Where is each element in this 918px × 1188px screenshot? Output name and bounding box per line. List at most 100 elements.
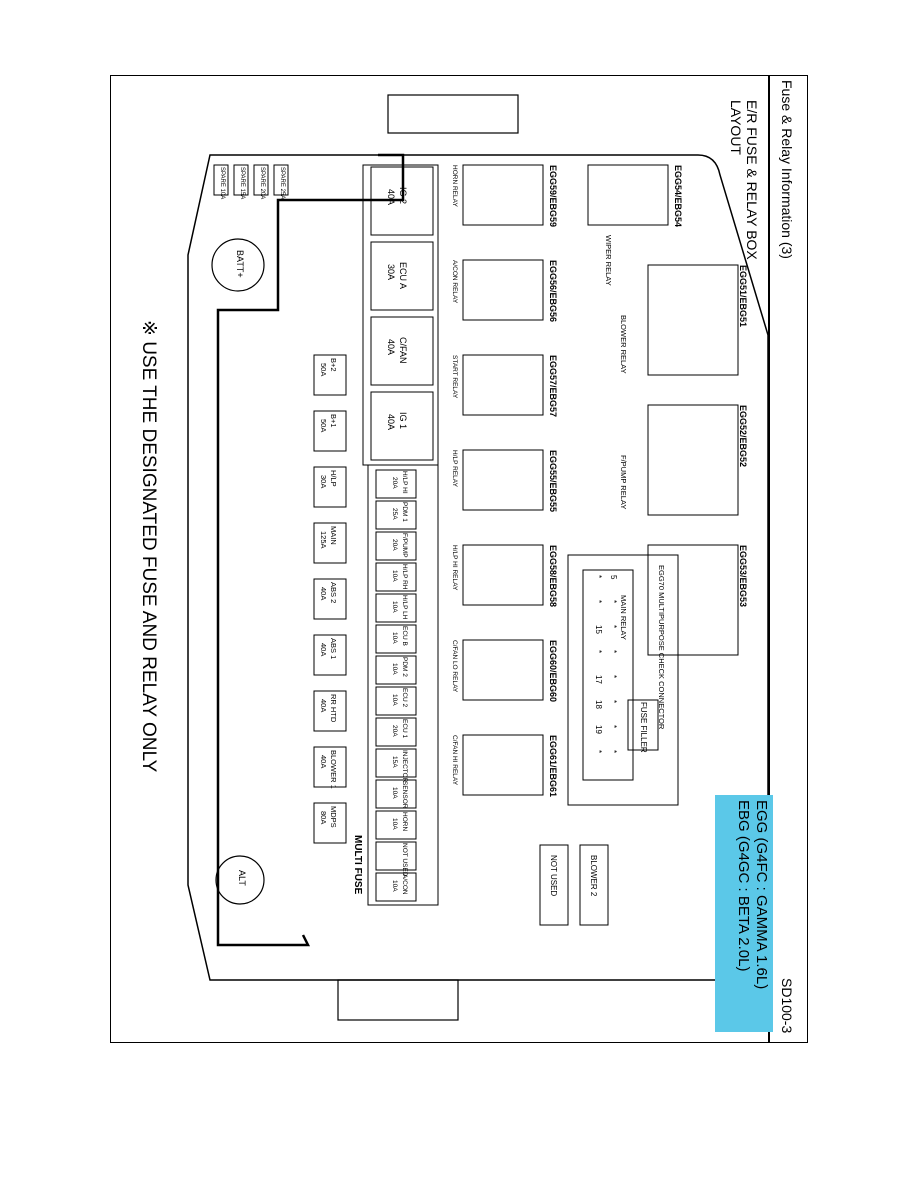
connector-housing (567, 554, 679, 806)
mini-fuse (375, 810, 417, 840)
connector-pin: 19 (594, 725, 603, 734)
box-subtitle: LAYOUT (728, 100, 744, 155)
large-fuse (370, 241, 434, 311)
big-relay (647, 544, 739, 656)
wiper-relay (587, 164, 669, 226)
mini-fuse-name: H/LP HI (401, 471, 408, 494)
big-relay-name: F/PUMP RELAY (619, 455, 628, 510)
mid-fuse-name: ABS 2 (329, 582, 338, 604)
bottom-tab (337, 979, 459, 1021)
big-relay-code: EGG53/EBG53 (738, 545, 748, 608)
mini-fuse-rating: 20A (391, 725, 398, 737)
large-fuse-strip (362, 164, 439, 466)
mini-fuse-name: A/CON (401, 874, 408, 895)
small-relay-code: EGG56/EBG56 (548, 260, 558, 323)
spare-fuse-slot (213, 164, 229, 196)
mini-fuse-rating: 10A (391, 632, 398, 644)
mini-fuse (375, 655, 417, 685)
mini-fuse-rating: 25A (391, 508, 398, 520)
engine-legend (715, 795, 773, 1032)
large-fuse (370, 316, 434, 386)
small-relay (462, 164, 544, 226)
large-fuse (370, 166, 434, 236)
small-relay-name: START RELAY (451, 355, 458, 399)
connector-pin: * (609, 750, 618, 754)
mid-fuse-name: B+2 (329, 358, 338, 372)
mini-fuse (375, 686, 417, 716)
small-relay-name: HORN RELAY (451, 165, 458, 207)
mini-fuse (375, 469, 417, 499)
mini-fuse-name: PDM 1 (401, 502, 408, 522)
mid-fuse-rating: 125A (319, 531, 328, 549)
mid-fuse-rating: 40A (319, 587, 328, 601)
top-tab (387, 94, 519, 134)
legend-egg: EGG (G4FC : GAMMA 1.6L) (753, 800, 770, 990)
large-fuse-rating: 40A (386, 339, 396, 356)
spare-fuse-label: SPARE 15A (239, 167, 245, 200)
small-relay-code: EGG58/EBG58 (548, 545, 558, 608)
mini-fuse-name: H/LP RH (401, 564, 408, 590)
mini-fuse (375, 562, 417, 592)
small-relay-code: EGG55/EBG55 (548, 450, 558, 513)
spare-fuse-slot (233, 164, 249, 196)
small-relay-code: EGG59/EBG59 (548, 165, 558, 228)
mid-fuse-rating: 30A (319, 475, 328, 489)
mid-fuse-rating: 50A (319, 363, 328, 377)
mini-fuse (375, 593, 417, 623)
fuse-filler (627, 699, 659, 751)
mid-fuse-name: ABS 1 (329, 638, 338, 660)
fuse-box-drawing (187, 94, 769, 1021)
mini-fuse-name: H/LP LH (401, 595, 408, 620)
mini-fuse-rating: 10A (391, 601, 398, 613)
box-title: E/R FUSE & RELAY BOX (744, 100, 760, 260)
big-relay (647, 404, 739, 516)
mini-fuse (375, 717, 417, 747)
mini-fuse-rating: 10A (391, 570, 398, 582)
mini-fuse (375, 531, 417, 561)
big-relay-code: EGG51/EBG51 (738, 265, 748, 328)
mini-fuse (375, 748, 417, 778)
designated-note: ※ USE THE DESIGNATED FUSE AND RELAY ONLY (138, 320, 159, 773)
mini-fuse-rating: 10A (391, 818, 398, 830)
connector-label: EGG70 MULTIPURPOSE CHECK CONNECTOR (657, 565, 666, 730)
mini-fuse-name: F/PUMP (401, 533, 408, 558)
large-fuse-name: IG 2 (398, 187, 408, 205)
mini-fuse-rating: 10A (391, 663, 398, 675)
connector-pin: * (609, 675, 618, 679)
mini-fuse (375, 841, 417, 871)
spare-fuse-label: SPARE 10A (219, 167, 225, 200)
connector-pin: * (594, 600, 603, 604)
mini-fuse-name: PDM 2 (401, 657, 408, 677)
spare-fuse-slot (273, 164, 289, 196)
multi-fuse-label: MULTI FUSE (352, 835, 363, 895)
connector-body (582, 569, 634, 781)
small-relay-code: EGG61/EBG61 (548, 735, 558, 798)
spare-slot-label: NOT USED (549, 855, 558, 897)
small-relay-name: H/LP RELAY (451, 450, 458, 487)
large-fuse-name: ECU A (398, 262, 408, 290)
alt-label: ALT (237, 870, 247, 886)
big-relay-name: MAIN RELAY (619, 595, 628, 640)
mid-fuse-rating: 40A (319, 755, 328, 769)
mid-fuse-rating: 50A (319, 419, 328, 433)
wiper-relay-code: EGG54/EBG54 (673, 165, 683, 228)
multi-fuse-boundary (216, 153, 405, 947)
small-relay-name: H/LP HI RELAY (451, 545, 458, 591)
mini-fuse-rating: 10A (391, 787, 398, 799)
small-relay (462, 259, 544, 321)
mini-fuse-name: HORN (401, 812, 408, 832)
small-relay-code: EGG57/EBG57 (548, 355, 558, 418)
page-id: SD100-3 (779, 978, 795, 1034)
batt-label: BATT+ (235, 250, 245, 278)
fuse-filler-label: FUSE FILLER (639, 702, 648, 753)
small-relay (462, 544, 544, 606)
batt-terminal (211, 238, 265, 292)
connector-pin: * (594, 650, 603, 654)
mid-fuse-name: MAIN (329, 526, 338, 545)
mini-fuse-name: ECU 1 (401, 719, 408, 739)
small-relay-code: EGG60/EBG60 (548, 640, 558, 703)
mid-fuse-rating: 40A (319, 699, 328, 713)
mini-fuse-rating: 10A (391, 694, 398, 706)
spare-fuse-label: SPARE 25A (279, 167, 285, 200)
mid-fuse-name: RR HTD (329, 694, 338, 723)
